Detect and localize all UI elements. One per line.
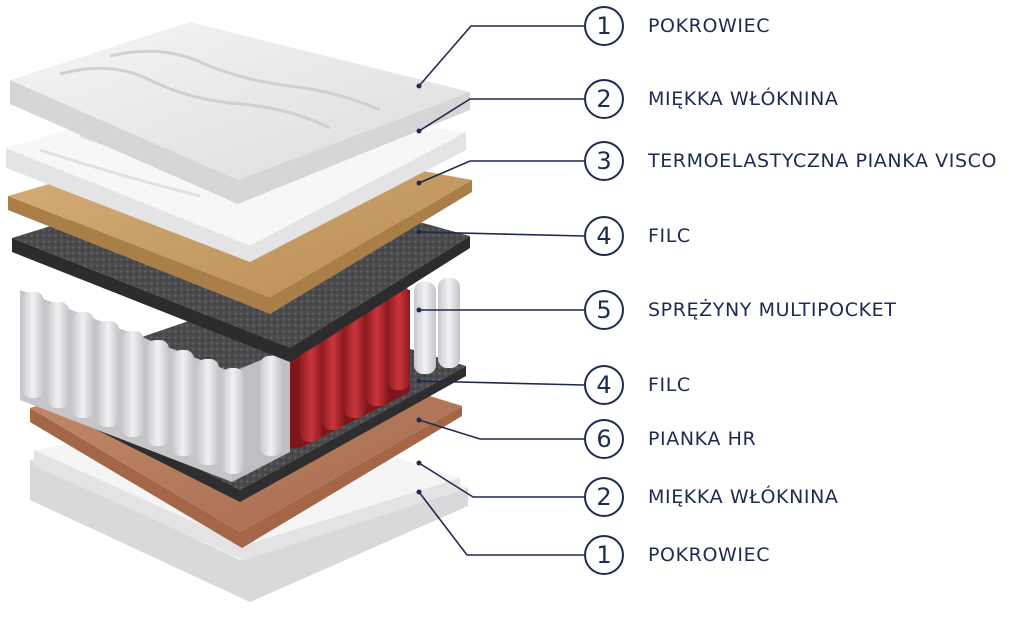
leader-line-1: [418, 25, 584, 87]
leader-line-9: [418, 491, 584, 556]
layer-number-badge: 5: [584, 290, 624, 330]
layer-number-badge: 2: [584, 477, 624, 517]
top-cover-layer: [10, 22, 470, 204]
layer-label-9: 1 POKROWIEC: [584, 533, 770, 577]
layer-name: PIANKA HR: [648, 428, 757, 450]
layer-number-badge: 4: [584, 365, 624, 405]
layer-number-badge: 1: [584, 535, 624, 575]
layer-label-7: 6 PIANKA HR: [584, 417, 756, 461]
layer-name: FILC: [648, 225, 691, 247]
layer-label-3: 3 TERMOELASTYCZNA PIANKA VISCO: [584, 139, 997, 183]
layer-name: TERMOELASTYCZNA PIANKA VISCO: [648, 150, 998, 172]
layer-name: SPRĘŻYNY MULTIPOCKET: [648, 299, 897, 321]
layer-number-badge: 3: [584, 141, 624, 181]
spring-pockets-front: [22, 292, 282, 474]
leader-dots: [416, 83, 422, 495]
layer-label-4: 4 FILC: [584, 214, 691, 258]
layer-name: POKROWIEC: [648, 15, 771, 37]
layer-name: POKROWIEC: [648, 544, 771, 566]
spring-block: [20, 278, 460, 482]
leader-line-4: [418, 231, 585, 237]
layer-number-badge: 1: [584, 6, 624, 46]
layer-label-8: 2 MIĘKKA WŁÓKNINA: [584, 475, 839, 519]
leader-line-3: [418, 160, 584, 184]
leader-line-8: [418, 462, 584, 498]
leader-line-2: [418, 98, 584, 132]
spring-pockets-right: [414, 278, 460, 374]
leader-lines: [418, 25, 585, 556]
layer-number-badge: 2: [584, 79, 624, 119]
spring-pockets-highlighted: [290, 286, 410, 448]
leader-line-6: [418, 380, 585, 386]
layer-name: FILC: [648, 374, 691, 396]
leader-line-7: [418, 419, 584, 440]
layer-label-1: 1 POKROWIEC: [584, 4, 770, 48]
layer-name: MIĘKKA WŁÓKNINA: [648, 486, 839, 508]
layer-name: MIĘKKA WŁÓKNINA: [648, 88, 839, 110]
layer-label-5: 5 SPRĘŻYNY MULTIPOCKET: [584, 288, 896, 332]
layer-label-2: 2 MIĘKKA WŁÓKNINA: [584, 77, 839, 121]
layer-number-badge: 4: [584, 216, 624, 256]
layer-number-badge: 6: [584, 419, 624, 459]
layer-label-6: 4 FILC: [584, 363, 691, 407]
